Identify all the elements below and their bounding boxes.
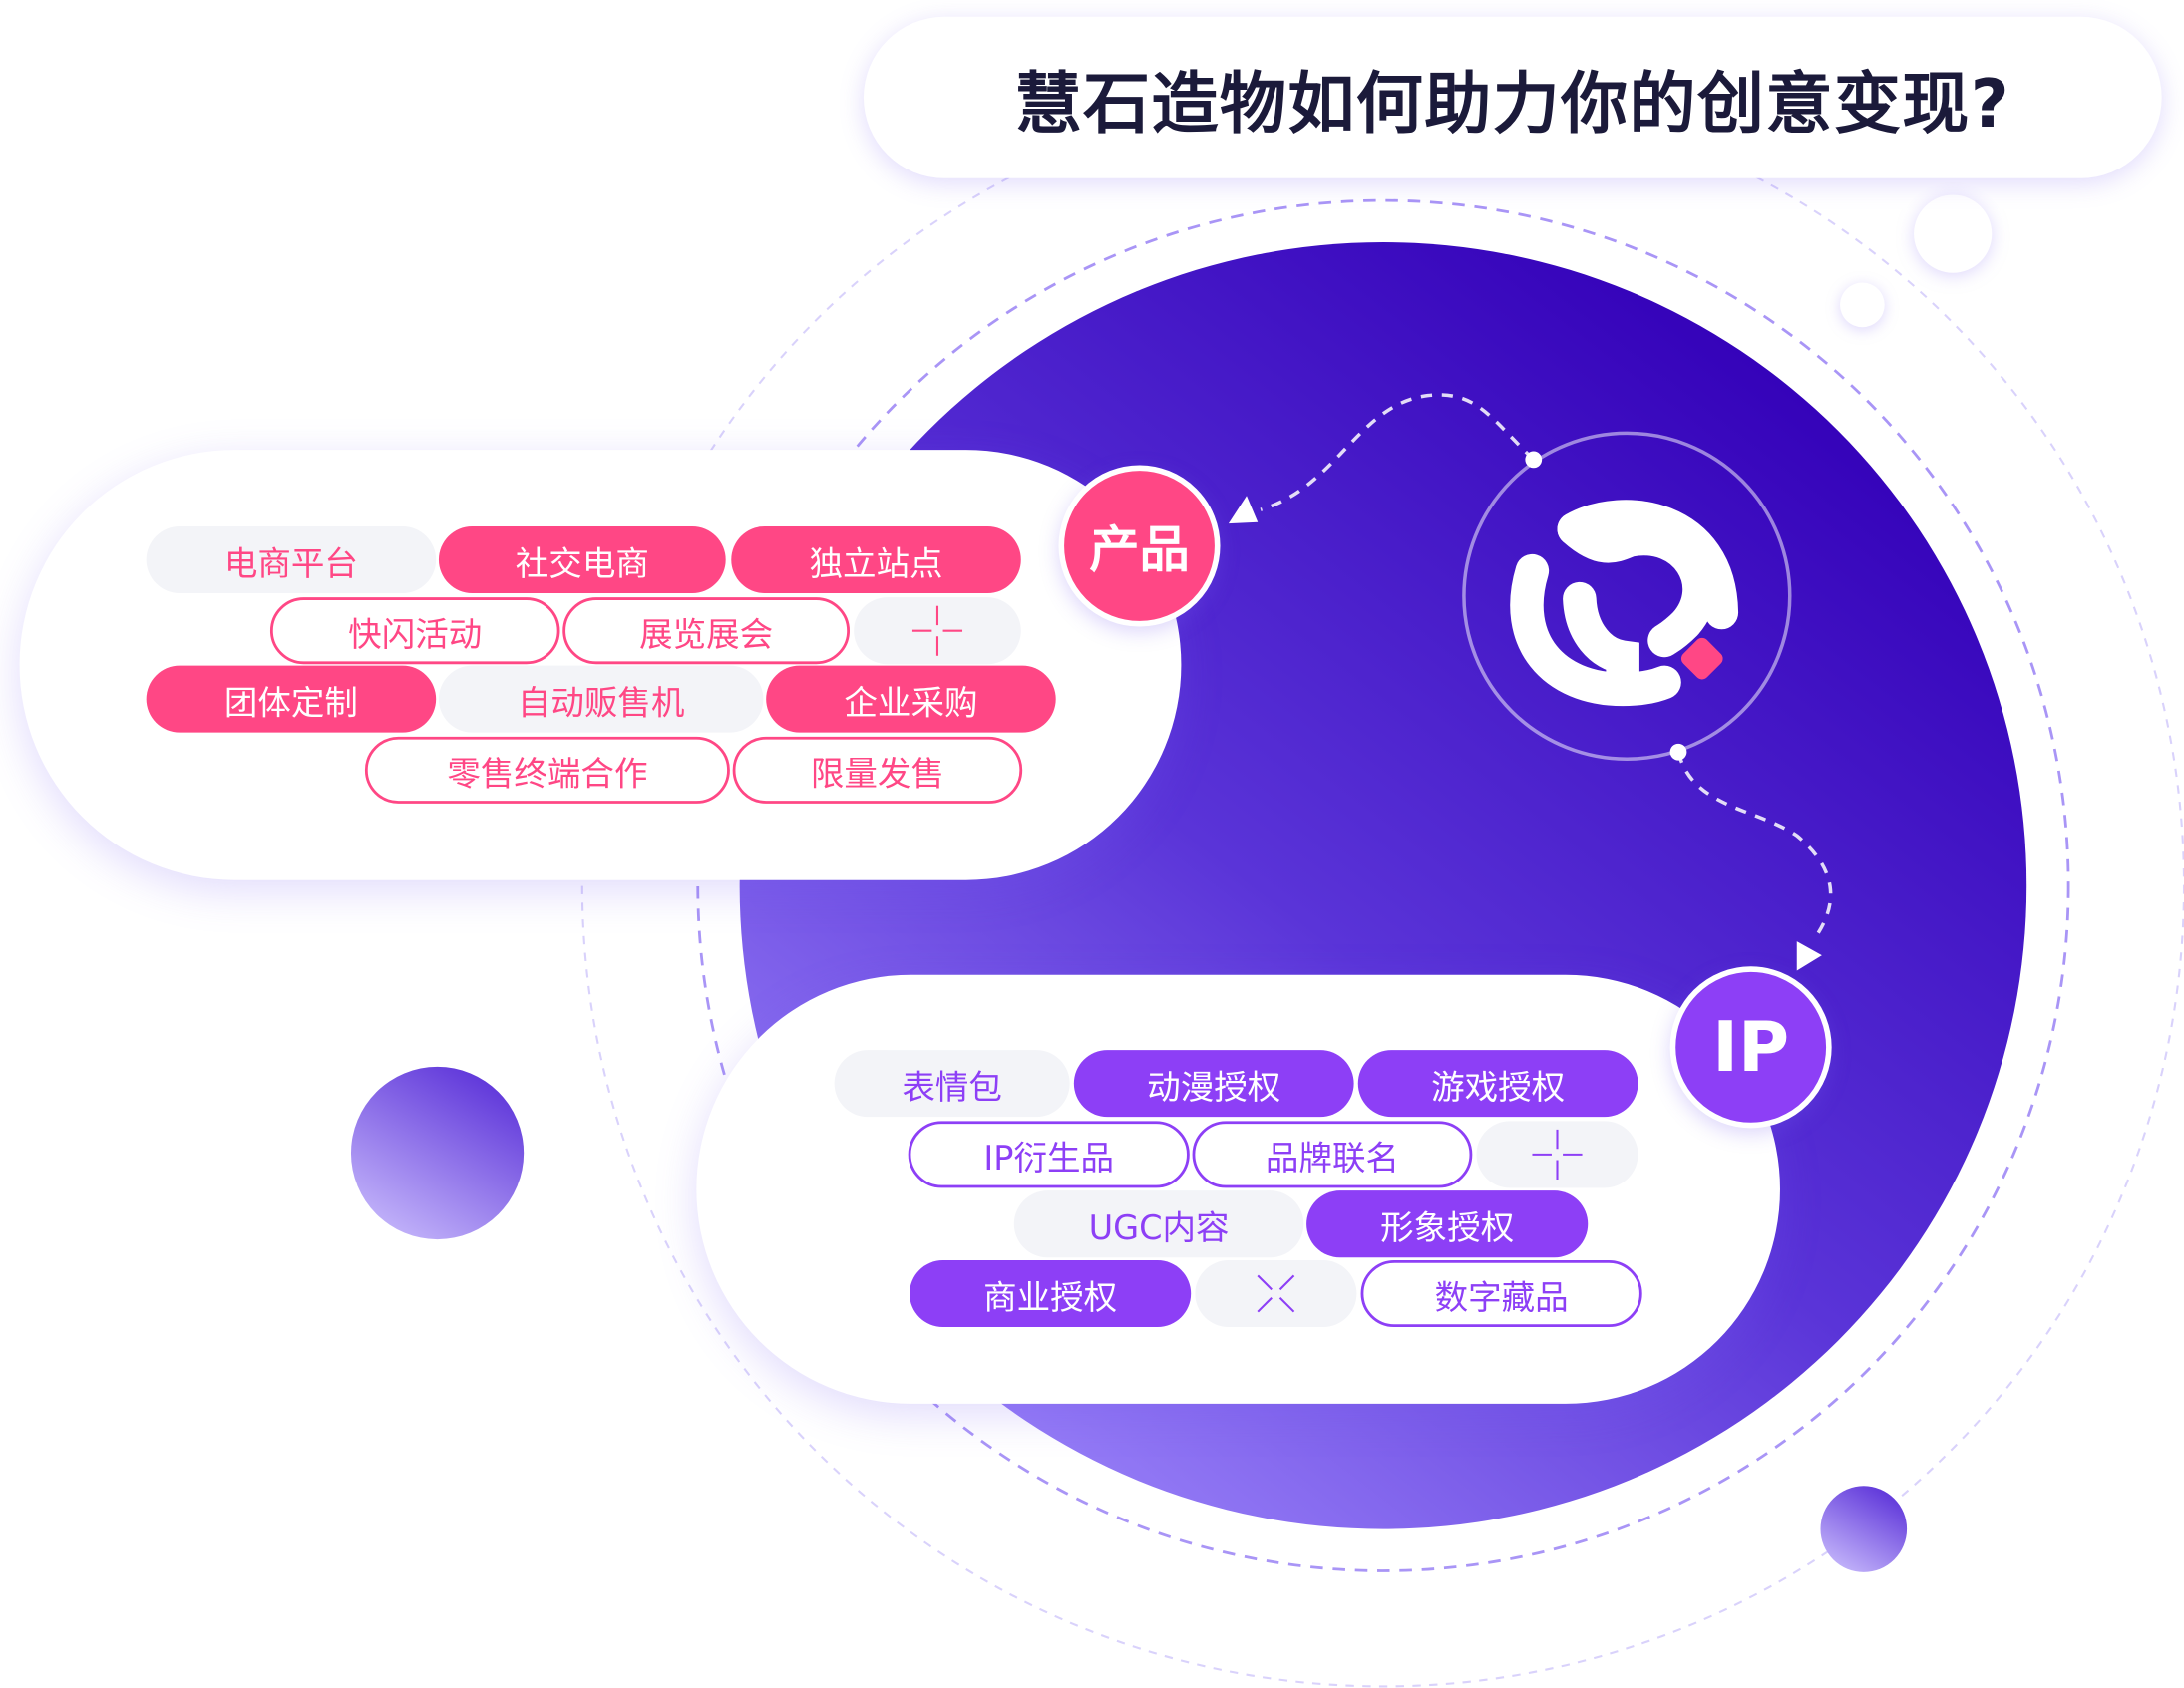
chip-stickers: 表情包 xyxy=(834,1050,1070,1118)
arrow-icon xyxy=(1796,941,1822,971)
outer-dashed-ring xyxy=(581,84,2184,1688)
chip-ip-derivatives: IP衍生品 xyxy=(908,1121,1190,1188)
chip-anime-license: 动漫授权 xyxy=(1073,1050,1354,1118)
logo-icon xyxy=(1510,500,1739,707)
chip-ecommerce-platform: 电商平台 xyxy=(146,525,437,593)
arrow-icon xyxy=(1228,496,1259,524)
dashed-connector xyxy=(1260,393,1535,511)
page-title: 慧石造物如何助力你的创意变现? xyxy=(863,16,2162,178)
chip-popup-event: 快闪活动 xyxy=(269,597,560,665)
chip-group-custom: 团体定制 xyxy=(146,665,437,733)
chip-game-license: 游戏授权 xyxy=(1357,1050,1638,1118)
connector-dot xyxy=(1669,743,1687,761)
chip-limited-release: 限量发售 xyxy=(732,736,1023,804)
logo-ring xyxy=(1462,431,1792,761)
chip-enterprise-purchase: 企业采购 xyxy=(766,665,1056,733)
chip-exhibition: 展览展会 xyxy=(562,597,850,665)
ip-badge: IP xyxy=(1669,966,1832,1129)
decor-bubble xyxy=(1840,282,1885,328)
plus-icon xyxy=(854,597,1021,665)
connector-dot xyxy=(1525,451,1543,469)
inner-dashed-ring xyxy=(696,198,2070,1572)
plus-icon xyxy=(1476,1121,1638,1188)
chip-commercial-license: 商业授权 xyxy=(910,1260,1192,1328)
decor-ball xyxy=(1820,1486,1908,1572)
chip-retail-terminal: 零售终端合作 xyxy=(364,736,730,804)
chip-brand-collab: 品牌联名 xyxy=(1192,1121,1473,1188)
product-badge: 产品 xyxy=(1058,465,1221,627)
ip-panel: 表情包 动漫授权 游戏授权 IP衍生品 品牌联名 UGC内容 形象授权 商业授权… xyxy=(696,974,1780,1404)
chip-vending-machine: 自动贩售机 xyxy=(438,665,764,733)
logo-diamond-icon xyxy=(1680,637,1723,680)
cross-icon xyxy=(1195,1260,1357,1328)
chip-digital-collectibles: 数字藏品 xyxy=(1360,1260,1642,1328)
dashed-connector xyxy=(1676,751,1833,941)
chip-ugc-content: UGC内容 xyxy=(1013,1190,1304,1258)
decor-ball xyxy=(350,1066,525,1240)
chip-independent-site: 独立站点 xyxy=(731,525,1021,593)
chip-social-ecommerce: 社交电商 xyxy=(438,525,726,593)
product-panel: 电商平台 社交电商 独立站点 快闪活动 展览展会 团体定制 自动贩售机 企业采购… xyxy=(19,450,1182,880)
chip-image-license: 形象授权 xyxy=(1306,1190,1589,1258)
decor-bubble xyxy=(1914,194,1993,273)
